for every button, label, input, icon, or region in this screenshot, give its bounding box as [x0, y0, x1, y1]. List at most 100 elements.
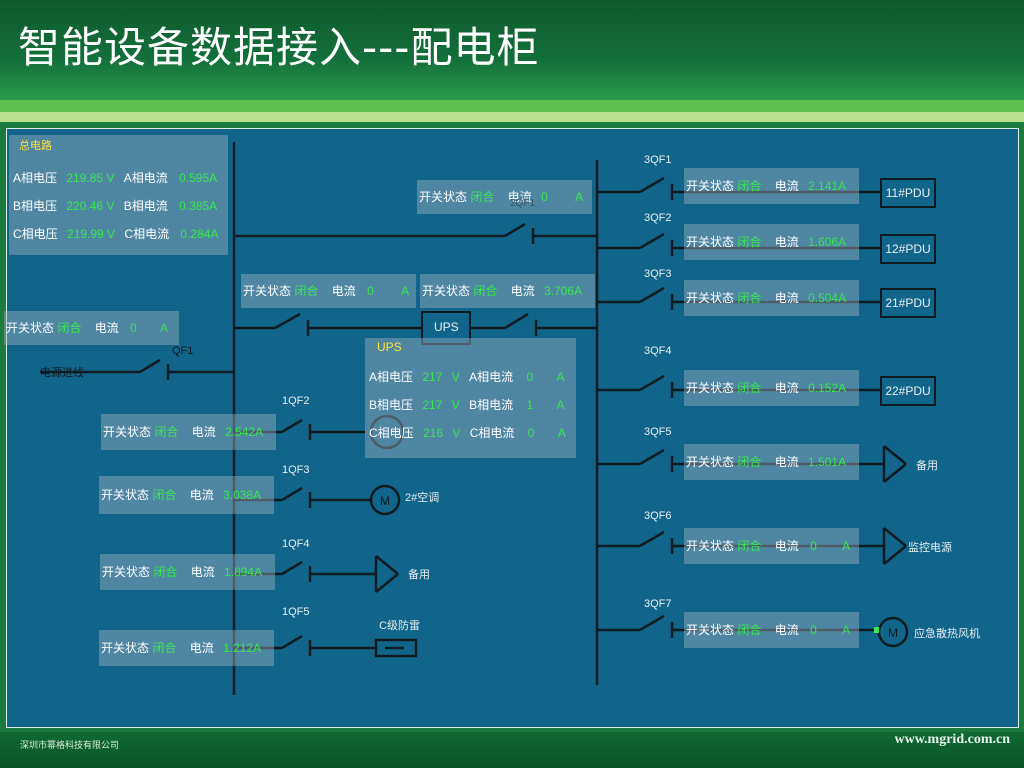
status-label: 开关状态 [686, 623, 735, 637]
current-label: 电流 [189, 641, 214, 655]
left-branch-status-1: 开关状态 闭合 电流 2.542A [101, 414, 276, 450]
pdu-box-12: 12#PDU [880, 234, 936, 264]
phase-voltage-label: A相电压 [13, 171, 58, 185]
bypass-switch-label: 2QF1 [510, 198, 536, 209]
right-branch-status-2: 开关状态 闭合 电流 1.606A [684, 224, 859, 260]
current-label: 电流 [774, 291, 799, 305]
diagram-panel [6, 128, 1019, 728]
power-input-label: 电源进线 [40, 367, 84, 379]
right-load-label-7: 应急散热风机 [914, 628, 980, 640]
right-switch-label-1: 3QF1 [644, 154, 672, 166]
ups-voltage-unit: V [451, 398, 460, 412]
footer-company: 深圳市幂格科技有限公司 [20, 741, 120, 751]
main-phase-a: A相电压 219.85 V A相电流 0.595A [13, 169, 217, 186]
current-label: 电流 [774, 623, 799, 637]
main-phase-b: B相电压 220.46 V B相电流 0.385A [13, 197, 217, 214]
motor-symbol-aircon: M [380, 494, 390, 508]
status-label: 开关状态 [686, 455, 735, 469]
status-label: 开关状态 [686, 539, 735, 553]
current-value: 0 [130, 321, 137, 335]
phase-voltage-value: 219.99 V [67, 227, 116, 241]
footer-website[interactable]: www.mgrid.com.cn [894, 732, 1011, 747]
current-value: 0 [810, 539, 817, 553]
current-label: 电流 [774, 539, 799, 553]
current-unit: A [160, 321, 169, 335]
status-value: 闭合 [57, 321, 82, 335]
right-switch-label-6: 3QF6 [644, 510, 672, 522]
status-value: 闭合 [294, 284, 319, 298]
ups-voltage-label: B相电压 [369, 398, 414, 412]
ups-panel: UPS A相电压 217 V A相电流 0 A B相电压 217 V B相电流 … [365, 338, 576, 458]
status-value: 闭合 [737, 381, 762, 395]
current-label: 电流 [331, 284, 356, 298]
ups-current-label: A相电流 [469, 370, 514, 384]
status-value: 闭合 [470, 190, 495, 204]
phase-voltage-label: C相电压 [13, 227, 58, 241]
left-load-label-4: C级防雷 [379, 620, 420, 632]
pdu-box-11: 11#PDU [880, 178, 936, 208]
ups-input-status-box: 开关状态 闭合 电流 0 A [241, 274, 416, 308]
right-switch-label-3: 3QF3 [644, 268, 672, 280]
current-label: 电流 [774, 179, 799, 193]
status-label: 开关状态 [102, 565, 151, 579]
ups-phase-a: A相电压 217 V A相电流 0 A [369, 368, 565, 385]
current-label: 电流 [94, 321, 119, 335]
current-label: 电流 [774, 455, 799, 469]
ups-current-value: 1 [526, 398, 534, 412]
ups-voltage-value: 216 [423, 426, 444, 440]
current-value: 2.141A [808, 179, 847, 193]
status-value: 闭合 [154, 425, 179, 439]
right-switch-label-5: 3QF5 [644, 426, 672, 438]
ups-current-value: 0 [527, 426, 535, 440]
phase-current-label: B相电流 [123, 199, 168, 213]
right-branch-status-5: 开关状态 闭合 电流 1.501A [684, 444, 859, 480]
status-value: 闭合 [473, 284, 498, 298]
left-load-label-2: 2#空调 [405, 492, 440, 504]
ups-current-unit: A [556, 398, 565, 412]
status-label: 开关状态 [101, 641, 150, 655]
pdu-box-22: 22#PDU [880, 376, 936, 406]
right-switch-label-4: 3QF4 [644, 345, 672, 357]
status-value: 闭合 [737, 291, 762, 305]
status-label: 开关状态 [686, 291, 735, 305]
phase-voltage-value: 219.85 V [66, 171, 115, 185]
status-value: 闭合 [737, 455, 762, 469]
ups-current-unit: A [557, 426, 566, 440]
bypass-status-box: 开关状态 闭合 电流 0 A [417, 180, 592, 214]
status-label: 开关状态 [243, 284, 292, 298]
status-label: 开关状态 [101, 488, 150, 502]
status-value: 闭合 [152, 641, 177, 655]
right-switch-label-7: 3QF7 [644, 598, 672, 610]
ups-voltage-label: C相电压 [369, 426, 414, 440]
ups-current-unit: A [556, 370, 565, 384]
ups-phase-c: C相电压 216 V C相电流 0 A [369, 424, 566, 441]
ups-voltage-value: 217 [422, 398, 443, 412]
current-label: 电流 [191, 425, 216, 439]
phase-current-label: C相电流 [124, 227, 170, 241]
status-label: 开关状态 [419, 190, 468, 204]
ups-voltage-value: 217 [422, 370, 443, 384]
current-value: 1.894A [224, 565, 263, 579]
current-label: 电流 [507, 190, 532, 204]
current-value: 2.542A [225, 425, 264, 439]
current-unit: A [842, 623, 851, 637]
phase-voltage-value: 220.46 V [66, 199, 115, 213]
status-value: 闭合 [737, 623, 762, 637]
status-value: 闭合 [737, 539, 762, 553]
current-value: 1.501A [808, 455, 847, 469]
status-label: 开关状态 [6, 321, 55, 335]
current-value: 0.504A [808, 291, 847, 305]
right-branch-status-1: 开关状态 闭合 电流 2.141A [684, 168, 859, 204]
status-value: 闭合 [152, 488, 177, 502]
current-unit: A [842, 539, 851, 553]
current-label: 电流 [189, 488, 214, 502]
current-value: 0 [810, 623, 817, 637]
left-branch-status-4: 开关状态 闭合 电流 1.212A [99, 630, 274, 666]
qf1-status-box: 开关状态 闭合 电流 0 A [4, 311, 179, 345]
current-value: 0.152A [808, 381, 847, 395]
phase-current-label: A相电流 [123, 171, 168, 185]
status-label: 开关状态 [422, 284, 471, 298]
ups-current-value: 0 [526, 370, 534, 384]
phase-current-value: 0.385A [179, 199, 218, 213]
